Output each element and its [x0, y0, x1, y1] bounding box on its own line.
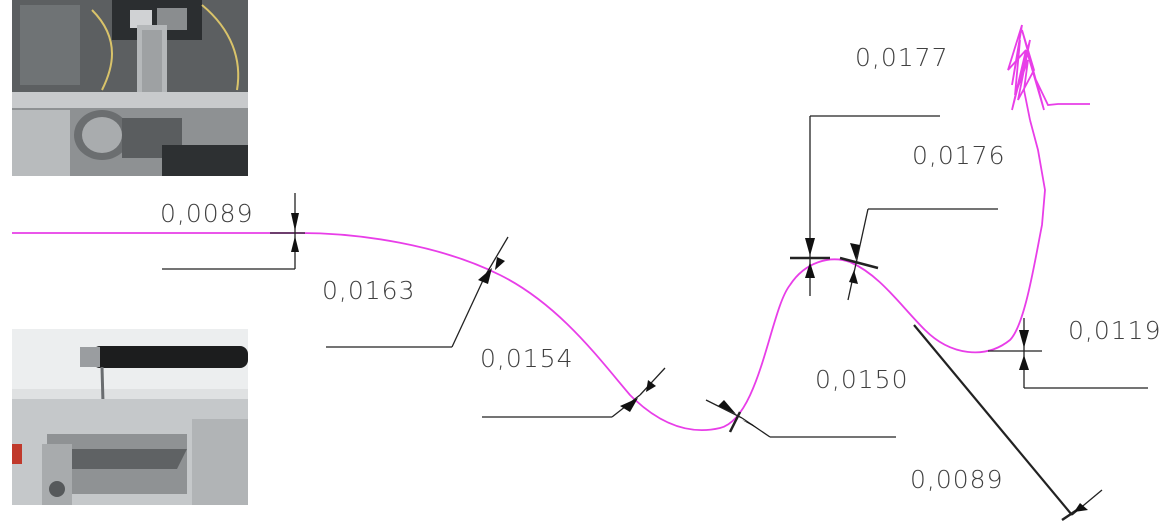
- dimension-label: 0,0089: [160, 199, 253, 228]
- dimension-d3: 0,0154: [480, 344, 666, 418]
- dimension-label: 0,0163: [322, 276, 415, 305]
- dimension-d4: 0,0150: [705, 365, 908, 438]
- probe-photo: [12, 329, 248, 505]
- dimension-label: 0,0177: [855, 43, 948, 72]
- dimension-label: 0,0154: [480, 344, 573, 373]
- dimension-d6: 0,0176: [839, 141, 1005, 301]
- machine-photo: [12, 0, 248, 176]
- dimension-d7: 0,0119: [988, 316, 1161, 389]
- dimension-label: 0,0119: [1068, 316, 1161, 345]
- dimension-d5: 0,0177: [790, 43, 948, 296]
- dimension-label: 0,0150: [815, 365, 908, 394]
- dimension-d1: 0,0089: [160, 193, 305, 270]
- dimension-label: 0,0176: [912, 141, 1005, 170]
- dimension-d8: 0,0089: [910, 324, 1103, 522]
- profile-noise-segment: [1007, 24, 1090, 121]
- surface-profile-trace: [12, 119, 1046, 432]
- dimension-label: 0,0089: [910, 465, 1003, 494]
- dimension-d2: 0,0163: [322, 236, 509, 348]
